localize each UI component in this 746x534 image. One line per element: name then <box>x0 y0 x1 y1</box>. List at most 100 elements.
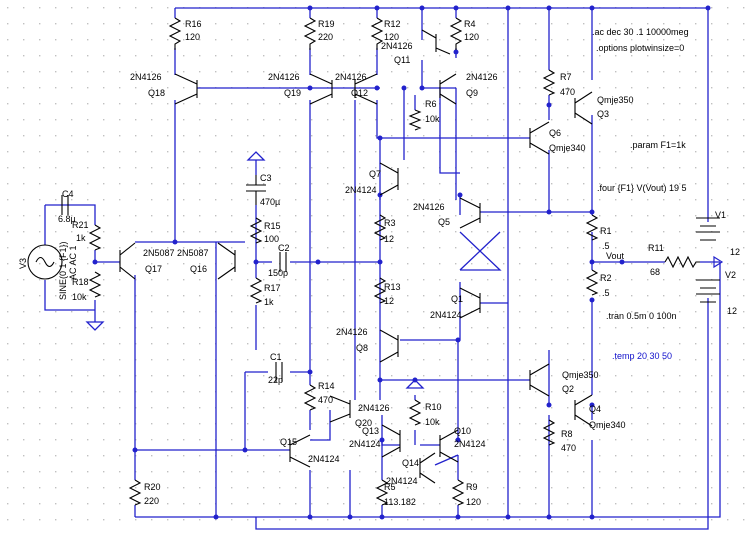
transistor-q17 <box>119 242 136 280</box>
transistor-q11 <box>421 29 451 55</box>
label-R13: R13 <box>384 282 401 292</box>
transistor-q12 <box>354 73 378 105</box>
sine-source-v3 <box>27 244 63 280</box>
label-R1v: .5 <box>602 241 610 251</box>
label-R11v: 68 <box>650 267 660 277</box>
label-V1: V1 <box>715 210 726 220</box>
label-V3ac: AC AC 1 <box>68 245 78 280</box>
label-R11: R11 <box>648 243 664 253</box>
label-Q6m: Qmje340 <box>549 143 586 153</box>
label-Q4m: Qmje340 <box>589 420 626 430</box>
label-Q13: Q13 <box>362 426 379 436</box>
transistor-q19 <box>309 73 333 105</box>
transistor-q15 <box>289 434 311 468</box>
label-R8v: 470 <box>561 443 576 453</box>
label-R14: R14 <box>318 381 335 391</box>
label-Q20m: 2N4126 <box>358 403 390 413</box>
label-R6v: 10k <box>425 114 440 124</box>
label-Q10m: 2N4124 <box>454 439 486 449</box>
label-Q4: Q4 <box>589 404 601 414</box>
directive-ac: .ac dec 30 .1 10000meg <box>592 27 689 37</box>
directive-temp: .temp 20 30 50 <box>612 351 672 361</box>
directive-tran: .tran 0.5m 0 100n <box>606 311 677 321</box>
label-Q5m: 2N4126 <box>413 202 445 212</box>
battery-v2 <box>696 279 720 303</box>
label-C1: C1 <box>270 352 282 362</box>
label-V3src: SINE(0 1 {F1}) <box>58 241 68 300</box>
resistor-r21 <box>88 224 102 251</box>
transistor-q1 <box>459 287 481 319</box>
label-R8: R8 <box>561 429 573 439</box>
transistor-q3 <box>574 91 593 125</box>
capacitor-c1 <box>275 362 283 382</box>
transistor-q5 <box>459 197 481 229</box>
resistor-r11 <box>664 255 700 269</box>
resistor-r12 <box>370 17 384 50</box>
transistor-q9 <box>439 73 457 105</box>
transistor-q18 <box>174 73 198 105</box>
label-R5: R5 <box>384 482 396 492</box>
label-Q8: Q8 <box>356 343 368 353</box>
label-R18: R18 <box>72 277 89 287</box>
label-R17: R17 <box>264 283 281 293</box>
label-Q15: Q15 <box>280 437 297 447</box>
resistor-r6 <box>408 109 422 131</box>
label-Q16: Q16 <box>190 264 207 274</box>
label-R3v: 12 <box>384 234 394 244</box>
directive-param: .param F1=1k <box>630 140 686 150</box>
transistor-q10 <box>439 429 459 463</box>
directive-four: .four {F1} V(Vout) 19 5 <box>597 183 687 193</box>
transistor-q20 <box>329 395 351 423</box>
label-Q17: Q17 <box>145 264 162 274</box>
label-V2v: 12 <box>727 306 737 316</box>
label-C4: C4 <box>62 189 74 199</box>
ground-symbols <box>85 151 425 389</box>
label-R16v: 120 <box>185 32 200 42</box>
label-Q18: Q18 <box>148 88 165 98</box>
resistor-r3 <box>373 214 387 241</box>
resistor-r15 <box>249 217 263 244</box>
label-R20v: 220 <box>144 496 159 506</box>
label-Q7: Q7 <box>369 169 381 179</box>
battery-v1 <box>696 217 720 241</box>
capacitor-c2 <box>279 252 287 272</box>
resistor-r13 <box>373 277 387 304</box>
label-Q2m: Qmje350 <box>562 370 599 380</box>
label-R2: R2 <box>600 273 612 283</box>
resistor-r18 <box>88 271 102 298</box>
label-Q16m: 2N5087 <box>177 248 209 258</box>
label-Q12m: 2N4126 <box>335 72 367 82</box>
label-R4v: 120 <box>464 32 479 42</box>
directive-options: .options plotwinsize=0 <box>596 43 684 53</box>
label-Q13m: 2N4124 <box>349 439 381 449</box>
label-R15v: 100 <box>264 234 279 244</box>
wires <box>44 7 721 530</box>
label-Q20: Q20 <box>355 418 372 428</box>
label-R12v: 120 <box>384 32 399 42</box>
label-Q14m: 2N4124 <box>386 476 418 486</box>
label-Q11m: 2N4126 <box>381 41 413 51</box>
spice-directives: .ac dec 30 .1 10000meg .options plotwins… <box>592 27 689 361</box>
label-Q19m: 2N4126 <box>268 72 300 82</box>
label-R10: R10 <box>425 402 442 412</box>
transistor-q13 <box>381 424 401 458</box>
resistor-r10 <box>408 399 422 426</box>
resistor-r2 <box>585 269 599 296</box>
transistor-q6 <box>529 121 550 155</box>
label-Q19: Q19 <box>284 88 301 98</box>
label-C3v: 470µ <box>260 197 280 207</box>
label-Q3m: Qmje350 <box>597 95 634 105</box>
label-R17v: 1k <box>264 297 274 307</box>
label-C3: C3 <box>260 173 272 183</box>
label-R7v: 470 <box>560 87 575 97</box>
label-R3: R3 <box>384 218 396 228</box>
label-R9v: 120 <box>466 497 481 507</box>
label-R14v: 470 <box>318 395 333 405</box>
label-R1: R1 <box>600 226 612 236</box>
label-Q9m: 2N4126 <box>466 72 498 82</box>
label-Q1: Q1 <box>451 294 463 304</box>
label-R10v: 10k <box>425 417 440 427</box>
label-R19v: 220 <box>318 32 333 42</box>
